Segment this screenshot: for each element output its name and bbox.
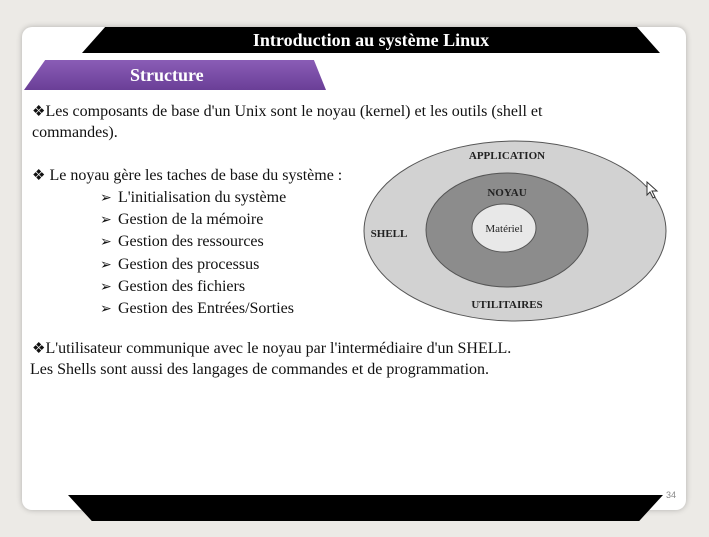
arrow-bullet-icon: ➢ [100, 191, 112, 206]
list-item: ➢L'initialisation du système [100, 187, 294, 209]
section-header: Structure [24, 60, 326, 90]
list-item: ➢Gestion de la mémoire [100, 209, 294, 231]
kernel-intro-text: Le noyau gère les taches de base du syst… [45, 167, 343, 184]
paragraph-components-line1: Les composants de base d'un Unix sont le… [45, 103, 543, 120]
footer-bar [68, 495, 663, 521]
arrow-bullet-icon: ➢ [100, 257, 112, 273]
arrow-bullet-icon: ➢ [100, 235, 112, 251]
paragraph-components: ❖Les composants de base d'un Unix sont l… [32, 101, 542, 123]
page-number: 34 [666, 490, 677, 500]
paragraph-shell-line1: L'utilisateur communique avec le noyau p… [45, 340, 512, 357]
label-noyau: NOYAU [487, 187, 526, 199]
paragraph-shell-line2: Les Shells sont aussi des langages de co… [30, 361, 490, 378]
list-item: ➢Gestion des processus [100, 254, 294, 276]
unix-layers-diagram: APPLICATION NOYAU Matériel SHELL UTILITA… [363, 140, 667, 322]
arrow-bullet-icon: ➢ [100, 213, 112, 229]
paragraph-components-line2: commandes). [32, 124, 118, 141]
list-item: ➢Gestion des fichiers [100, 276, 294, 298]
list-item: ➢Gestion des Entrées/Sorties [100, 298, 294, 320]
paragraph-shell: ❖L'utilisateur communique avec le noyau … [32, 338, 511, 360]
label-utilitaires: UTILITAIRES [471, 299, 542, 311]
label-application: APPLICATION [469, 150, 545, 162]
label-shell: SHELL [371, 228, 408, 240]
paragraph-kernel-intro: ❖ Le noyau gère les taches de base du sy… [32, 165, 342, 187]
label-materiel: Matériel [485, 223, 522, 235]
diamond-bullet-icon: ❖ [32, 104, 46, 120]
arrow-bullet-icon: ➢ [100, 279, 112, 295]
diamond-bullet-icon: ❖ [32, 341, 46, 357]
list-item: ➢Gestion des ressources [100, 231, 294, 253]
mouse-cursor-icon [646, 181, 659, 199]
kernel-task-list: ➢L'initialisation du système ➢Gestion de… [100, 187, 294, 320]
slide-title: Introduction au système Linux [82, 27, 660, 53]
arrow-bullet-icon: ➢ [100, 302, 112, 318]
inner-layer-ellipse [471, 203, 537, 253]
diamond-bullet-icon: ❖ [32, 168, 46, 184]
